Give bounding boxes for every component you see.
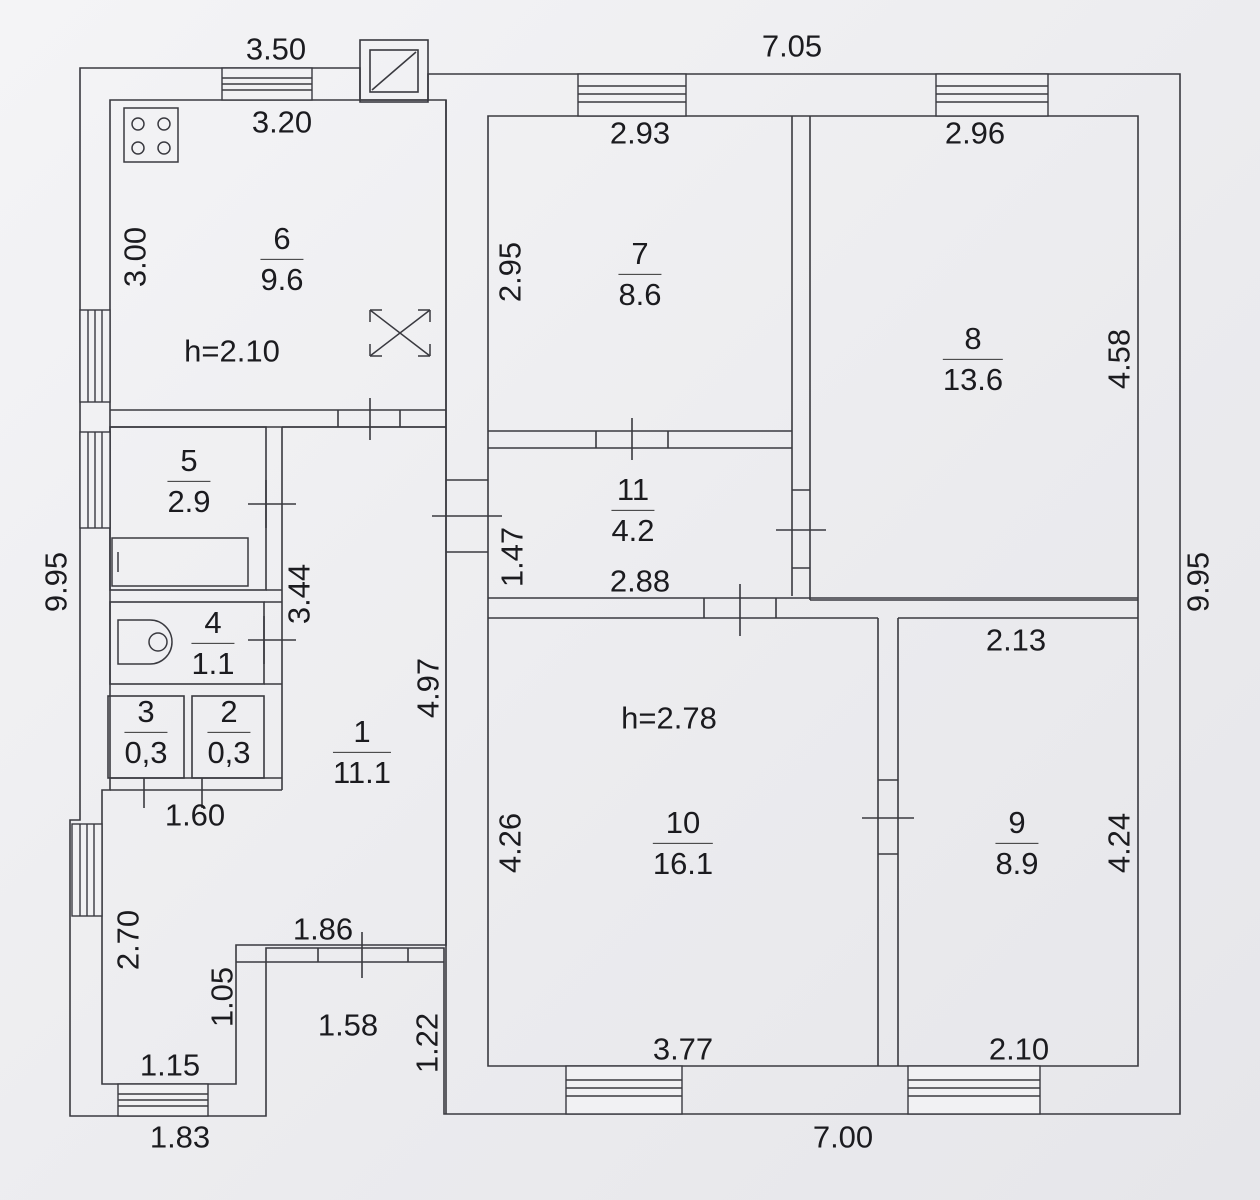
room-area: 9.6 — [260, 261, 304, 297]
window-top-left — [221, 67, 313, 101]
right-part-inner-outline — [487, 115, 1139, 1067]
dimension-label: 1.15 — [139, 1047, 201, 1083]
ceiling-height-left: h=2.10 — [184, 333, 280, 369]
room-number: 4 — [191, 605, 235, 644]
kitchen-partition — [110, 409, 446, 428]
dimension-label: 4.24 — [1101, 812, 1137, 874]
dimension-label: 9.95 — [1180, 551, 1216, 613]
room-5-label: 5 2.9 — [167, 443, 211, 519]
window-top-right — [935, 73, 1049, 117]
dimension-label: 1.22 — [409, 1012, 445, 1074]
window-left-upper — [79, 309, 111, 403]
room-6-label: 6 9.6 — [260, 221, 304, 297]
dimension-label: 1.60 — [164, 797, 226, 833]
dimension-label: 2.13 — [985, 622, 1047, 658]
room-2-label: 2 0,3 — [207, 694, 251, 770]
dimension-label: 3.44 — [281, 563, 317, 625]
dimension-label: 1.83 — [149, 1119, 211, 1155]
room-area: 0,3 — [207, 734, 251, 770]
bathtub — [111, 537, 249, 587]
window-bottom-left — [117, 1083, 209, 1117]
room-area: 11.1 — [332, 754, 392, 790]
dimension-label: 4.58 — [1101, 328, 1137, 390]
room-8-label: 8 13.6 — [942, 321, 1004, 397]
dimension-label: 4.97 — [410, 657, 446, 719]
room-number: 3 — [124, 694, 168, 733]
ceiling-height-right: h=2.78 — [621, 700, 717, 736]
window-bottom-middle — [565, 1065, 683, 1115]
corridor-side-wall — [110, 426, 446, 791]
window-top-middle — [577, 73, 687, 117]
room-3-label: 3 0,3 — [124, 694, 168, 770]
window-left-lower — [71, 823, 103, 917]
dimension-label: 9.95 — [38, 551, 74, 613]
dimension-label: 4.26 — [492, 812, 528, 874]
room-area: 1.1 — [191, 645, 235, 681]
room-9-label: 9 8.9 — [995, 805, 1039, 881]
room-7-label: 7 8.6 — [618, 236, 662, 312]
room-area: 8.6 — [618, 276, 662, 312]
dimension-label: 3.00 — [117, 226, 153, 288]
room-number: 6 — [260, 221, 304, 260]
partition-7-8 — [791, 116, 811, 600]
dimension-label: 7.00 — [812, 1119, 874, 1155]
window-bottom-right — [907, 1065, 1041, 1115]
corridor-partition-lines — [264, 589, 282, 685]
room-area: 13.6 — [942, 361, 1004, 397]
room-4-walls — [109, 601, 265, 685]
stove — [123, 107, 179, 163]
room-number: 5 — [167, 443, 211, 482]
room-number: 10 — [652, 805, 714, 844]
room-area: 16.1 — [652, 845, 714, 881]
dimension-label: 1.86 — [292, 911, 354, 947]
window-left-middle — [79, 431, 111, 529]
dimension-label: 2.93 — [609, 115, 671, 151]
ventilation-symbol — [369, 309, 431, 357]
dimension-label: 1.47 — [494, 526, 530, 588]
partition-11-10 — [488, 597, 1138, 619]
room-4-label: 4 1.1 — [191, 605, 235, 681]
dimension-label: 2.10 — [988, 1031, 1050, 1067]
room-area: 8.9 — [995, 845, 1039, 881]
room-area: 0,3 — [124, 734, 168, 770]
partition-7-11 — [488, 430, 792, 449]
dimension-label: 2.70 — [110, 909, 146, 971]
dimension-label: 3.77 — [652, 1031, 714, 1067]
room-number: 1 — [332, 714, 392, 753]
dimension-label: 1.05 — [204, 966, 240, 1028]
door-marks — [143, 398, 914, 978]
dimension-label: 3.20 — [251, 104, 313, 140]
room-1-label: 1 11.1 — [332, 714, 392, 790]
dimension-label: 2.95 — [492, 241, 528, 303]
chimney — [359, 39, 429, 103]
room-11-label: 11 4.2 — [611, 472, 655, 548]
room-area: 4.2 — [611, 512, 655, 548]
dimension-label: 3.50 — [245, 31, 307, 67]
dimension-label: 2.88 — [609, 563, 671, 599]
dimension-label: 2.96 — [944, 115, 1006, 151]
partition-10-9 — [877, 618, 899, 1066]
toilet — [117, 619, 173, 665]
room-number: 7 — [618, 236, 662, 275]
room-number: 11 — [611, 472, 655, 511]
dimension-label: 1.58 — [317, 1007, 379, 1043]
room-number: 9 — [995, 805, 1039, 844]
room-number: 2 — [207, 694, 251, 733]
room-10-label: 10 16.1 — [652, 805, 714, 881]
dimension-label: 7.05 — [761, 28, 823, 64]
room-number: 8 — [942, 321, 1004, 360]
room-area: 2.9 — [167, 483, 211, 519]
